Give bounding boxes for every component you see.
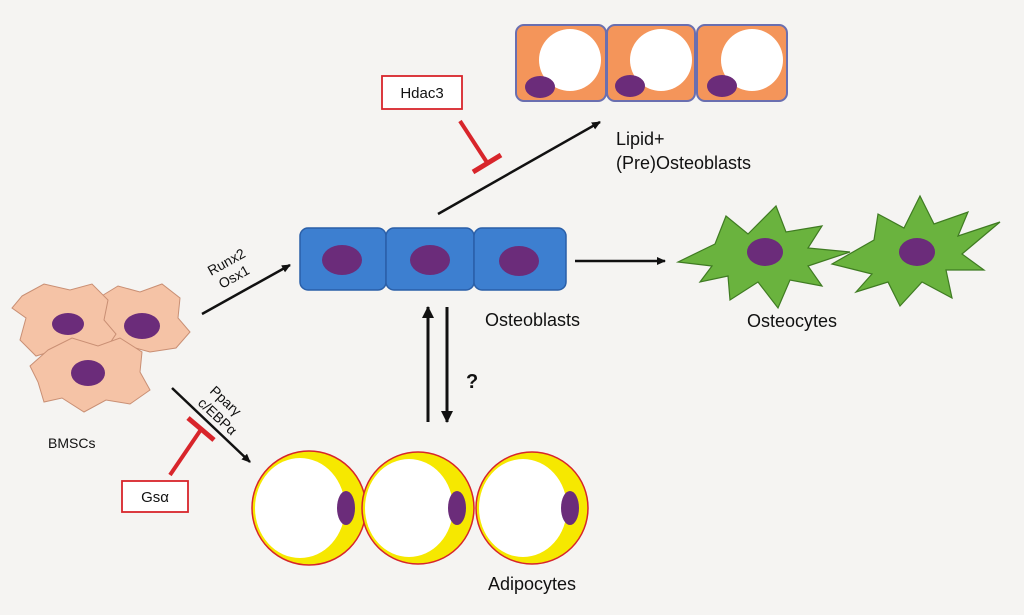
osteoblast-nucleus-1 [322, 245, 362, 275]
adipocyte-nucleus-2 [448, 491, 466, 525]
osteocyte-group [675, 194, 1001, 310]
bmsc-nucleus-1 [52, 313, 84, 335]
lipid-droplet-1 [539, 29, 601, 91]
gsa-label: Gsα [141, 489, 169, 506]
osteocyte-nucleus-1 [747, 238, 783, 266]
lipid-osteoblast-nucleus-3 [707, 75, 737, 97]
lipid-osteoblast-nucleus-1 [525, 76, 555, 98]
osteocyte-label: Osteocytes [747, 311, 837, 331]
gsa-box [121, 480, 189, 513]
osteoblast-row [299, 227, 567, 291]
lipid-osteoblast-nucleus-2 [615, 75, 645, 97]
adipocyte-lipid-3 [479, 459, 567, 557]
bmsc-nucleus-3 [71, 360, 105, 386]
unknown-transition-mark: ? [466, 371, 478, 393]
lipid-droplet-2 [630, 29, 692, 91]
osteogenic-arrow [201, 263, 291, 316]
adipocyte-lipid-1 [255, 458, 345, 558]
hdac3-label: Hdac3 [400, 85, 443, 102]
adipocyte-nucleus-3 [561, 491, 579, 525]
adipocyte-lipid-2 [365, 459, 453, 557]
lipid-osteoblast-row [515, 24, 788, 102]
adipogenic-arrow [171, 387, 251, 463]
osteoblast-nucleus-2 [410, 245, 450, 275]
lipid-droplet-3 [721, 29, 783, 91]
hdac3-inhibition [458, 119, 503, 175]
hdac3-box [381, 75, 463, 110]
adipocyte-row [251, 450, 589, 566]
bmsc-cluster [11, 283, 191, 413]
bmsc-label: BMSCs [48, 435, 95, 451]
lipid-osteoblast-label-line2: (Pre)Osteoblasts [616, 153, 751, 173]
bmsc-nucleus-2 [124, 313, 160, 339]
osteoblast-nucleus-3 [499, 246, 539, 276]
adipocyte-nucleus-1 [337, 491, 355, 525]
gsa-inhibition [168, 416, 216, 477]
osteocyte-nucleus-2 [899, 238, 935, 266]
osteoblast-label: Osteoblasts [485, 310, 580, 330]
lipid-osteoblast-arrow [437, 120, 601, 216]
lipid-osteoblast-label-line1: Lipid+ [616, 129, 665, 149]
adipocyte-label: Adipocytes [488, 574, 576, 594]
